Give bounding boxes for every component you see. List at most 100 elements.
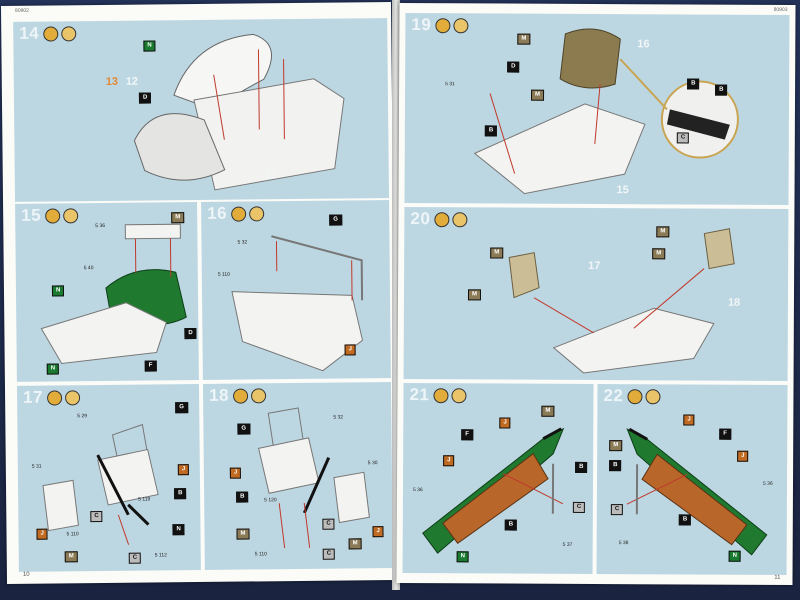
left-page: 80902 14 N D 13 12 11 15 M N: [0, 1, 398, 585]
tag-c: C: [128, 552, 142, 564]
tag-c: C: [676, 132, 690, 144]
tag-c: C: [322, 518, 335, 530]
tag-b: B: [687, 78, 700, 90]
tag-g: G: [329, 214, 342, 226]
tag-n: N: [143, 40, 156, 52]
part-number: 12: [125, 75, 139, 88]
tag-f: F: [719, 428, 731, 440]
part-number: 16: [637, 38, 650, 51]
part-ref: 5 110: [254, 551, 267, 558]
tag-f: F: [144, 360, 157, 372]
tag-n: N: [46, 363, 60, 375]
tag-j: J: [177, 464, 190, 476]
tag-m: M: [541, 405, 555, 417]
tag-m: M: [64, 551, 78, 563]
step-22-panel: 22 J M F B J C B N 5 36 5 38: [596, 384, 788, 576]
tag-b: B: [174, 488, 187, 500]
step-16-diagram: [231, 235, 364, 372]
part-ref: 5 32: [237, 239, 248, 246]
tag-g: G: [175, 402, 188, 414]
tag-b: B: [678, 514, 692, 526]
tag-b: B: [575, 461, 588, 473]
part-number: 11: [264, 169, 277, 182]
tag-m: M: [656, 226, 670, 238]
tag-m: M: [171, 212, 185, 224]
tag-d: D: [507, 61, 520, 73]
tag-c: C: [572, 501, 586, 513]
tag-b: B: [484, 125, 498, 137]
step-15-panel: 15 M N D F N 5 36 5 40: [15, 202, 199, 382]
tag-j: J: [499, 417, 511, 429]
part-ref: 5 110: [66, 531, 79, 538]
part-ref: 5 36: [412, 487, 423, 494]
step-16-panel: 16 G J 5 32 5 110: [201, 200, 391, 380]
step-17-diagram: [42, 423, 159, 545]
tag-n: N: [51, 285, 65, 297]
tag-j: J: [36, 528, 48, 540]
tag-n: N: [172, 524, 185, 536]
part-number: 15: [616, 184, 629, 197]
tag-c: C: [322, 548, 336, 560]
tag-j: J: [737, 450, 749, 462]
part-number: 13: [105, 75, 119, 88]
tag-m: M: [517, 33, 531, 45]
part-ref: 5 36: [95, 222, 106, 230]
tag-m: M: [490, 247, 504, 259]
tag-m: M: [236, 528, 250, 540]
tag-g: G: [237, 423, 251, 435]
book-spine: [392, 0, 400, 590]
tag-j: J: [344, 344, 357, 356]
tag-c: C: [90, 511, 103, 523]
tag-b: B: [504, 519, 518, 531]
tag-m: M: [467, 289, 482, 301]
page-number-left: 10: [22, 571, 30, 578]
part-ref: 5 120: [264, 497, 277, 504]
tag-d: D: [138, 92, 152, 104]
tag-f: F: [461, 429, 473, 441]
step-22-diagram: [626, 427, 768, 556]
part-ref: 5 112: [154, 552, 167, 559]
step-18-diagram: [258, 407, 370, 549]
tag-j: J: [372, 526, 384, 538]
tag-b: B: [609, 460, 622, 472]
tag-m: M: [531, 89, 545, 101]
part-ref: 5 29: [77, 413, 88, 420]
step-19-panel: 19 M D M B B B C 16 15 5 31: [404, 12, 790, 206]
tag-d: D: [184, 328, 197, 340]
part-ref: 5 30: [367, 460, 378, 467]
part-number: 17: [588, 259, 601, 273]
part-ref: 5 32: [333, 414, 344, 421]
part-ref: 5 40: [83, 265, 94, 272]
tag-c: C: [610, 504, 624, 516]
tag-m: M: [348, 538, 362, 550]
step-19-diagram: [473, 28, 739, 195]
step-20-diagram: [508, 228, 735, 374]
tag-m: M: [652, 248, 666, 260]
part-ref: 5 37: [562, 541, 573, 548]
tag-j: J: [683, 414, 695, 426]
part-ref: 5 31: [445, 81, 455, 88]
part-ref: 5 36: [762, 480, 773, 487]
part-ref: 5 119: [138, 496, 151, 503]
tag-n: N: [456, 551, 469, 563]
tag-n: N: [728, 550, 742, 562]
right-page: 80903 19 M D M B B B C 16 15 5 31 20: [396, 2, 796, 586]
part-ref: 5 31: [31, 463, 42, 470]
step-17-panel: 17 G J B C N J C M 5 29 5 31 5 119 5 110…: [16, 384, 201, 572]
tag-j: J: [443, 455, 455, 467]
page-header-right: 80903: [773, 6, 788, 13]
part-ref: 5 38: [618, 540, 629, 547]
tag-m: M: [609, 440, 623, 452]
step-14-panel: 14 N D 13 12 11: [13, 18, 390, 202]
step-18-panel: 18 G J B C M C M J 5 32 5 30 5 120 5 110: [202, 381, 393, 570]
page-header-left: 80902: [15, 7, 29, 14]
tag-j: J: [229, 467, 242, 479]
step-21-diagram: [422, 427, 565, 554]
step-15-diagram: [40, 223, 187, 364]
step-21-panel: 21 M J F J B B N C 5 36 5 37: [402, 382, 594, 574]
page-number-right: 11: [774, 574, 781, 581]
part-ref: 5 110: [217, 271, 230, 278]
tag-b: B: [715, 84, 728, 96]
step-14-diagram: [133, 33, 345, 191]
tag-b: B: [236, 491, 249, 503]
